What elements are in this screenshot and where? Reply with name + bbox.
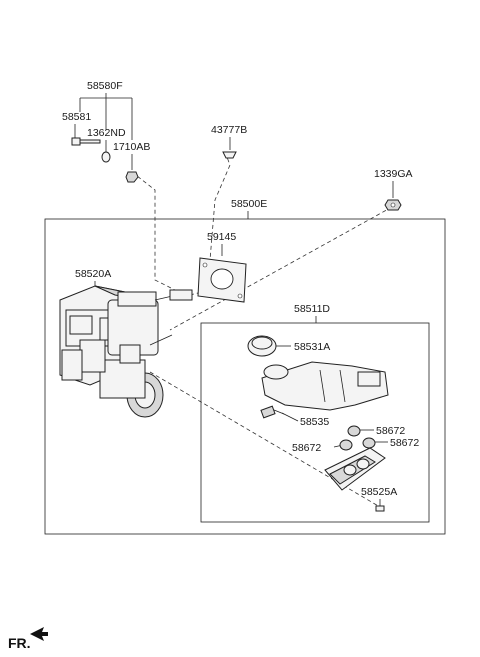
grommet-58672-left[interactable] [339,439,353,451]
reservoir-subframe [200,322,430,523]
label-58511D[interactable]: 58511D [294,303,330,315]
label-59145[interactable]: 59145 [207,231,236,243]
nut-1339GA[interactable] [384,199,402,211]
label-58672-top[interactable]: 58672 [376,425,405,437]
forward-arrow-icon [30,627,48,641]
washer-1362ND[interactable] [101,151,111,163]
booster-assembly-58520A[interactable] [59,285,193,418]
sensor-58535[interactable] [260,405,285,419]
label-1362ND[interactable]: 1362ND [87,127,126,139]
label-1339GA[interactable]: 1339GA [374,168,413,180]
label-58580F[interactable]: 58580F [87,80,123,92]
label-58581[interactable]: 58581 [62,111,91,123]
label-58520A[interactable]: 58520A [75,268,111,280]
direction-label: FR. [8,635,31,651]
label-58672-left[interactable]: 58672 [292,442,321,454]
label-58500E[interactable]: 58500E [231,198,267,210]
label-1710AB[interactable]: 1710AB [113,141,150,153]
bolt-58581[interactable] [71,137,101,146]
cap-58531A[interactable] [247,335,277,357]
grommet-58672-right[interactable] [362,437,376,449]
label-58525A[interactable]: 58525A [361,486,397,498]
label-43777B[interactable]: 43777B [211,124,247,136]
label-58535[interactable]: 58535 [300,416,329,428]
master-cylinder-58525A[interactable] [324,447,386,512]
label-58531A[interactable]: 58531A [294,341,330,353]
reservoir-58511D[interactable] [261,361,389,411]
assembly-frame [44,218,446,535]
label-58672-right[interactable]: 58672 [390,437,419,449]
grommet-58672-top[interactable] [347,425,361,437]
nut-1710AB[interactable] [125,171,139,183]
gasket-59145[interactable] [197,257,247,303]
clip-43777B[interactable] [222,151,237,159]
